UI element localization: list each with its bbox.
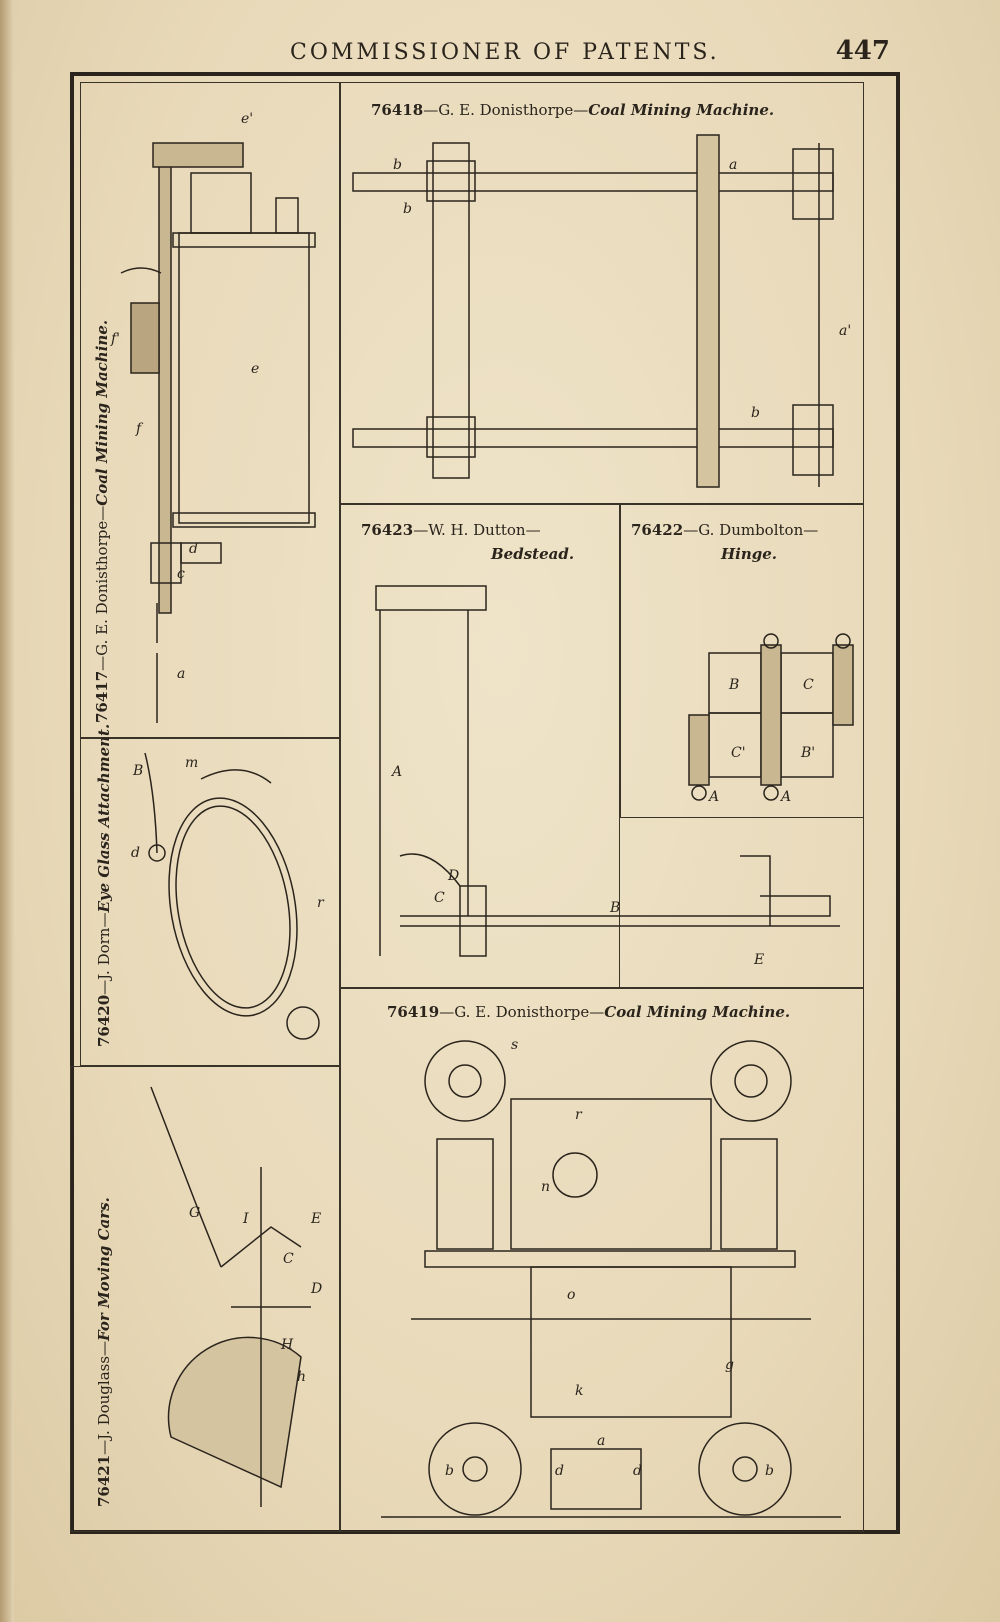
label-d: d — [131, 845, 140, 861]
figure-76417-panel: e' f' e f d c a 76417—G. E. Donisthorpe—… — [80, 82, 340, 738]
label-b-right: b — [765, 1463, 774, 1479]
figure-76422-panel: 76422—G. Dumbolton— Hinge. — [620, 504, 864, 818]
label-d-right: d — [633, 1463, 642, 1479]
figure-76423-subject: Bedstead. — [491, 545, 575, 563]
figure-76420-drawing: m B d r — [131, 752, 325, 1040]
figure-76419-panel: 76419—G. E. Donisthorpe—Coal Mining Mach… — [340, 988, 864, 1532]
patent-drawings-plate: e' f' e f d c a 76417—G. E. Donisthorpe—… — [70, 72, 900, 1534]
label-r: r — [575, 1107, 583, 1123]
label-A-right: A — [779, 789, 791, 805]
label-d: d — [189, 541, 198, 557]
label-D: D — [447, 868, 459, 884]
label-C: C — [803, 677, 814, 693]
label-C-prime: C' — [731, 745, 746, 761]
label-f: f — [135, 421, 144, 437]
label-b-left: b — [445, 1463, 454, 1479]
label-n: n — [541, 1179, 550, 1195]
label-g: g — [725, 1357, 734, 1373]
label-B-prime: B' — [800, 745, 815, 761]
figure-76422-caption: 76422—G. Dumbolton— — [631, 521, 819, 539]
figure-76422-drawing: B C C' B' A A — [688, 633, 854, 805]
label-d-left: d — [555, 1463, 564, 1479]
figure-76417-drawing: e' f' e f d c a — [110, 111, 316, 723]
label-C: C — [283, 1251, 294, 1267]
label-B: B — [728, 677, 739, 693]
figure-76420-panel: m B d r 76420—J. Dorn—Eye Glass Attachme… — [80, 724, 340, 1066]
label-h: h — [297, 1369, 306, 1385]
label-a: a — [729, 157, 737, 173]
label-e-prime: e' — [241, 111, 253, 127]
figure-76418-caption: 76418—G. E. Donisthorpe—Coal Mining Mach… — [371, 101, 775, 119]
figure-76423-drawing: A D C B E — [375, 585, 840, 968]
label-C: C — [434, 890, 445, 906]
label-A-left: A — [707, 789, 719, 805]
figure-76417-caption: 76417—G. E. Donisthorpe—Coal Mining Mach… — [93, 319, 111, 723]
figure-76418-drawing: b a b a' b — [352, 134, 851, 488]
label-E: E — [753, 952, 764, 968]
figure-76421-caption: 76421—J. Douglass—For Moving Cars. — [95, 1197, 113, 1507]
label-k: k — [575, 1383, 583, 1399]
label-B: B — [132, 763, 143, 779]
page-number: 447 — [835, 36, 890, 66]
figure-76422-subject: Hinge. — [721, 545, 778, 563]
label-A: A — [390, 764, 402, 780]
figure-76421-panel: G I C E D H h 76421—J. Douglass—For Movi… — [70, 1066, 340, 1532]
label-b-top: b — [393, 157, 402, 173]
label-H: H — [280, 1337, 294, 1353]
label-E: E — [310, 1211, 321, 1227]
label-a: a — [177, 666, 185, 682]
label-m: m — [185, 755, 198, 771]
label-a: a — [597, 1433, 605, 1449]
figure-76421-drawing: G I C E D H h — [150, 1086, 322, 1507]
label-s: s — [511, 1037, 518, 1053]
figure-76420-caption: 76420—J. Dorn—Eye Glass Attachment. — [95, 723, 113, 1047]
running-header: COMMISSIONER OF PATENTS. 447 — [290, 36, 890, 72]
label-r: r — [317, 895, 325, 911]
label-G: G — [189, 1205, 200, 1221]
label-b-bottom: b — [751, 405, 760, 421]
page-spine-shadow — [0, 0, 14, 1622]
figure-76419-drawing: s r n o g k a b b d d — [381, 1037, 841, 1518]
label-c: c — [177, 566, 185, 582]
running-title: COMMISSIONER OF PATENTS. — [290, 40, 720, 65]
label-B: B — [609, 900, 620, 916]
figure-76423-caption: 76423—W. H. Dutton— — [361, 521, 541, 539]
label-D: D — [310, 1281, 322, 1297]
figure-76423-drawing-area — [340, 818, 864, 988]
label-a-prime: a' — [839, 323, 851, 339]
label-o: o — [567, 1287, 575, 1303]
label-e: e — [251, 361, 259, 377]
label-b-mid: b — [403, 201, 412, 217]
figure-76419-caption: 76419—G. E. Donisthorpe—Coal Mining Mach… — [387, 1003, 791, 1021]
label-I: I — [242, 1211, 249, 1227]
label-f-prime: f' — [110, 331, 120, 347]
figure-76418-panel: 76418—G. E. Donisthorpe—Coal Mining Mach… — [340, 82, 864, 504]
